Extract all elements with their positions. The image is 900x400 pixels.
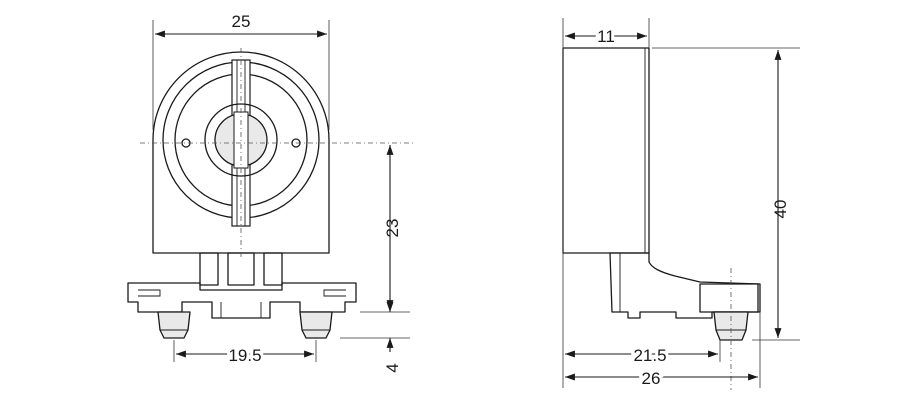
front-view	[127, 48, 415, 339]
base-clip-notch-right	[323, 289, 346, 297]
dim-label-front-height: 23	[383, 219, 402, 238]
side-base	[609, 252, 761, 319]
base-clip	[127, 282, 357, 319]
dim-label-side-length-a: 21.5	[633, 346, 666, 365]
peg-left	[157, 311, 191, 339]
front-body-outline	[152, 51, 330, 254]
dim-label-side-length-b: 26	[642, 369, 661, 388]
terminal-right	[263, 252, 283, 286]
side-body	[562, 47, 650, 254]
side-clip-block	[699, 283, 759, 313]
base-clip-notch-left	[138, 289, 161, 297]
dim-label-pin-spacing: 19.5	[228, 346, 261, 365]
dim-label-side-height: 40	[771, 200, 790, 219]
dim-label-side-depth: 11	[597, 27, 615, 46]
terminal-left	[199, 252, 219, 286]
dim-label-front-width: 25	[232, 12, 251, 31]
peg-right	[299, 311, 333, 339]
side-view	[562, 47, 761, 390]
dim-label-pin-length: 4	[383, 363, 402, 372]
side-dimensions: 11 40 21.5 26	[562, 18, 800, 391]
front-dimensions: 25 23 19.5 4	[152, 12, 410, 373]
terminal-center	[227, 252, 255, 286]
